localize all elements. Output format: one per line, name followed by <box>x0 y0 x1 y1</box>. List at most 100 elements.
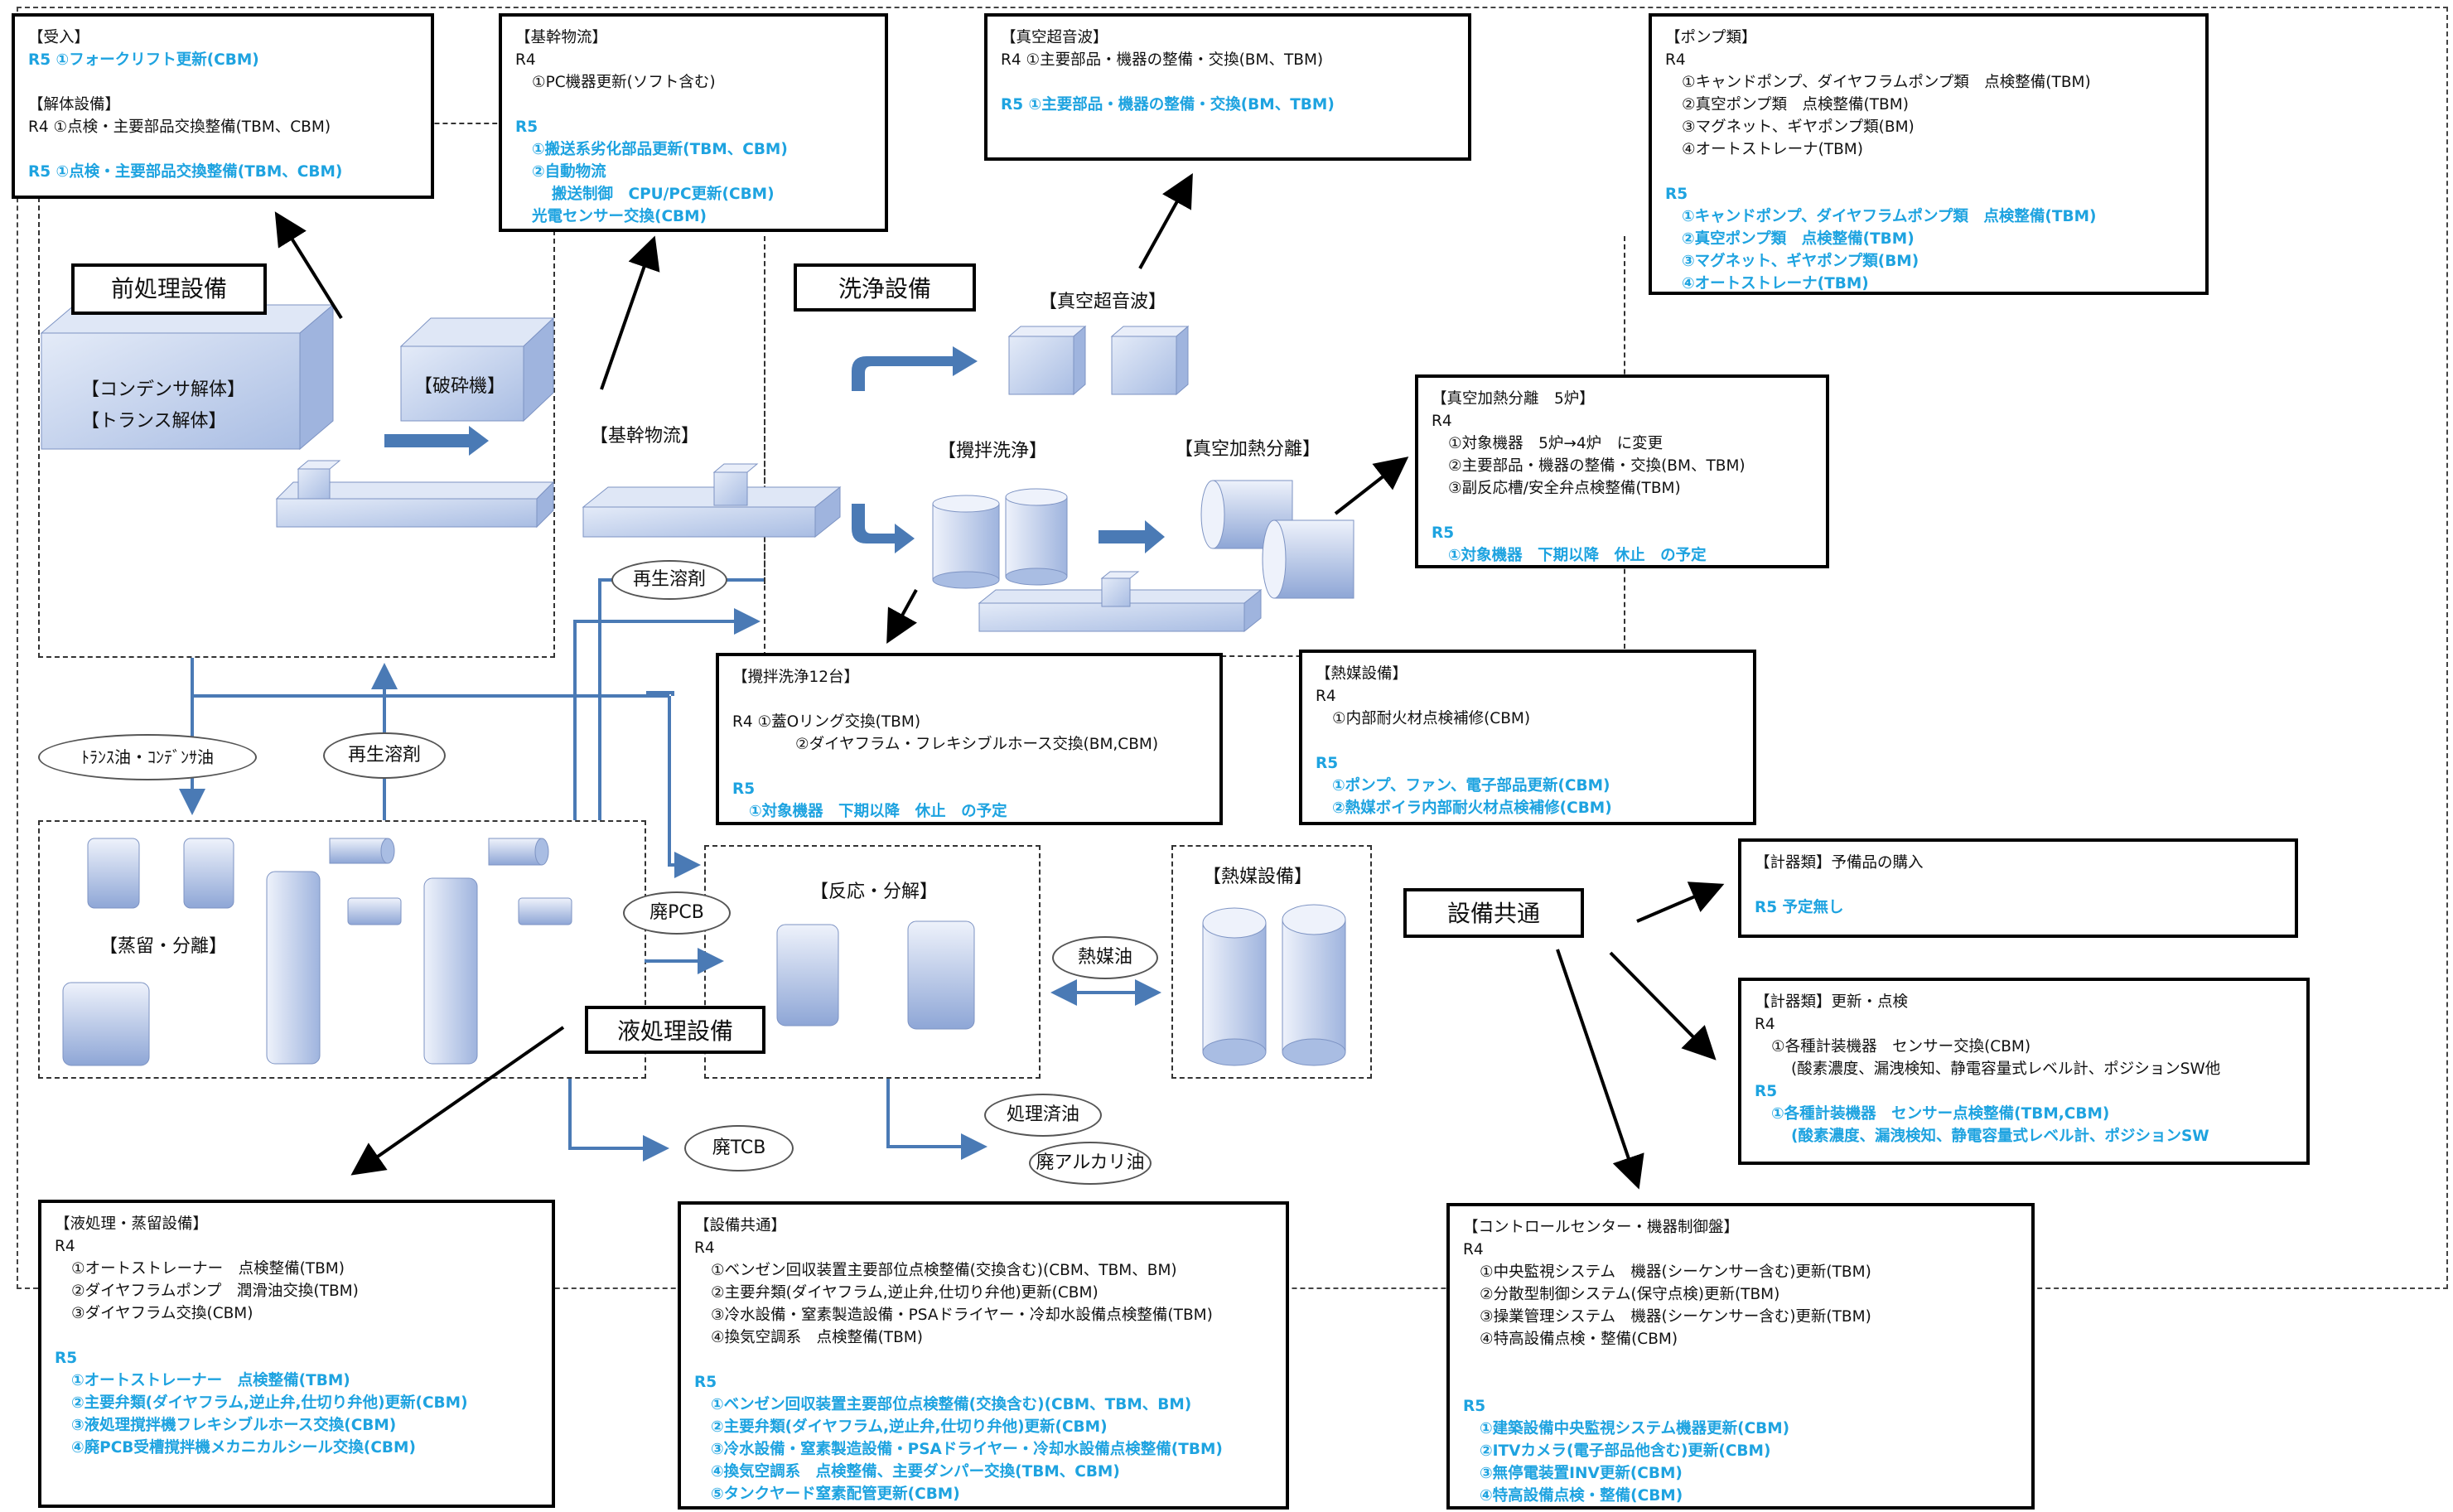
r5-line: R5 <box>515 118 538 136</box>
r5-line: (酸素濃度、漏洩検知、静電容量式レベル計、ポジションSW <box>1791 1128 2209 1145</box>
label-heat-medium: 【熱媒設備】 <box>1203 867 1313 887</box>
r4-line: R4 <box>515 51 536 69</box>
pretreatment-conveyor <box>275 460 555 529</box>
r5-line: ④オートストレーナ(TBM) <box>1682 275 1869 292</box>
r5-line: R5 <box>694 1374 717 1391</box>
r5-line: ①対象機器 下期以降 休止 の予定 <box>1448 547 1707 564</box>
box-title: 【真空超音波】 <box>1001 29 1108 46</box>
box-instr-purchase: 【計器類】予備品の購入 R5 予定無し <box>1738 838 2298 938</box>
r5-line: ③マグネット、ギヤポンプ類(BM) <box>1682 253 1919 270</box>
reaction-vessel-2 <box>907 920 975 1030</box>
reaction-vessel-1 <box>776 924 839 1027</box>
label-trunk: 【基幹物流】 <box>590 426 700 447</box>
dist-drum-2 <box>488 838 549 866</box>
r5-line: ③無停電装置INV更新(CBM) <box>1480 1465 1683 1482</box>
block-arrow-pretreatment <box>384 426 489 456</box>
crusher-shape <box>399 316 555 423</box>
r4-line: ①中央監視システム 機器(シーケンサー含む)更新(TBM) <box>1480 1263 1871 1281</box>
r5-line: R5 ①点検・主要部品交換整備(TBM、CBM) <box>28 163 343 181</box>
r4-line: ③マグネット、ギヤポンプ類(BM) <box>1682 118 1915 136</box>
r4-line: ③操業管理システム 機器(シーケンサー含む)更新(TBM) <box>1480 1308 1871 1326</box>
r4-line: ①PC機器更新(ソフト含む) <box>532 74 716 91</box>
r5-line: R5 <box>1755 1083 1778 1100</box>
ultrasonic-cube-2 <box>1110 325 1190 396</box>
box-title: 【真空加熱分離 5炉】 <box>1432 390 1595 408</box>
r5-line: ③液処理撹拌機フレキシブルホース交換(CBM) <box>71 1417 397 1434</box>
r5-line: ①キャンドポンプ、ダイヤフラムポンプ類 点検整備(TBM) <box>1682 208 2097 225</box>
curved-arrow-2 <box>852 504 915 553</box>
r4-line: R4 ①主要部品・機器の整備・交換(BM、TBM) <box>1001 51 1324 69</box>
box-spacer <box>28 138 418 161</box>
dist-column-1 <box>266 871 321 1065</box>
r4-line: (酸素濃度、漏洩検知、静電容量式レベル計、ポジションSW他 <box>1791 1060 2221 1078</box>
r4-line: ①ベンゼン回収装置主要部位点検整備(交換含む)(CBM、TBM、BM) <box>711 1262 1177 1279</box>
flow-regen-solvent-1: 再生溶剤 <box>611 560 727 600</box>
box-title: 【ポンプ類】 <box>1665 29 1757 46</box>
r4-line: ①キャンドポンプ、ダイヤフラムポンプ類 点検整備(TBM) <box>1682 74 2091 91</box>
box-receiving: 【受入】R5 ①フォークリフト更新(CBM)【解体設備】R4 ①点検・主要部品交… <box>12 13 434 199</box>
box-spacer <box>1463 1373 2018 1395</box>
r4-line: 【解体設備】 <box>28 96 121 114</box>
flow-waste-alkali: 廃アルカリ油 <box>1029 1142 1152 1185</box>
r5-line: R5 ①主要部品・機器の整備・交換(BM、TBM) <box>1001 96 1335 114</box>
box-title: 【計器類】予備品の購入 <box>1755 854 1924 872</box>
r5-line: R5 <box>1432 524 1455 542</box>
flow-heat-oil: 熱媒油 <box>1052 936 1158 979</box>
r4-line: R4 <box>55 1238 75 1255</box>
r5-line: ②熱媒ボイラ内部耐火材点検補修(CBM) <box>1332 799 1612 817</box>
r4-line: ④特高設備点検・整備(CBM) <box>1480 1331 1678 1348</box>
box-title: 【受入】 <box>28 29 90 46</box>
block-arrow-washing <box>1099 520 1165 553</box>
agitation-tank-1 <box>932 495 1000 589</box>
dist-small-2 <box>518 897 572 925</box>
dist-vessel-2 <box>183 838 234 909</box>
section-label-liquid: 液処理設備 <box>585 1006 765 1054</box>
r4-line: ②ダイヤフラムポンプ 潤滑油交換(TBM) <box>71 1283 359 1300</box>
r4-line: ③副反応槽/安全弁点検整備(TBM) <box>1448 480 1681 497</box>
r5-line: ①建築設備中央監視システム機器更新(CBM) <box>1480 1420 1790 1437</box>
r4-line: R4 <box>1432 413 1452 430</box>
r5-line: ②主要弁類(ダイヤフラム,逆止弁,仕切り弁他)更新(CBM) <box>711 1418 1108 1436</box>
r5-line: R5 ①フォークリフト更新(CBM) <box>28 51 259 69</box>
box-spacer <box>1755 874 2282 896</box>
r4-line: ④換気空調系 点検整備(TBM) <box>711 1329 923 1346</box>
box-spacer <box>515 94 872 116</box>
r5-line: 光電センサー交換(CBM) <box>532 208 707 225</box>
dist-vessel-1 <box>87 838 140 909</box>
box-title: 【設備共通】 <box>694 1217 787 1234</box>
heat-tank-2 <box>1282 904 1346 1066</box>
label-distillation: 【蒸留・分離】 <box>99 936 228 957</box>
r4-line: R4 <box>1316 688 1336 705</box>
box-title: 【計器類】更新・点検 <box>1755 993 1909 1011</box>
r5-line: ①ポンプ、ファン、電子部品更新(CBM) <box>1332 777 1610 795</box>
r5-line: ②自動物流 <box>532 163 606 181</box>
label-condenser: 【コンデンサ解体】 <box>81 379 246 400</box>
box-liquid-dist: 【液処理・蒸留設備】 R4 ①オートストレーナー 点検整備(TBM) ②ダイヤフラムポ… <box>38 1200 555 1508</box>
curved-arrow-1 <box>852 346 978 391</box>
section-label-pretreatment: 前処理設備 <box>71 263 267 315</box>
r5-line: ③冷水設備・窒素製造設備・PSAドライヤー・冷却水設備点検整備(TBM) <box>711 1441 1223 1458</box>
r5-line: ④換気空調系 点検整備、主要ダンパー交換(TBM、CBM) <box>711 1463 1120 1481</box>
r4-line: ①オートストレーナー 点検整備(TBM) <box>71 1260 345 1278</box>
washing-conveyor <box>978 571 1263 633</box>
r5-line: R5 予定無し <box>1755 899 1844 916</box>
box-spacer <box>732 756 1206 778</box>
r4-line: ②ダイヤフラム・フレキシブルホース交換(BM,CBM) <box>795 736 1159 753</box>
r5-line: ⑤タンクヤード窒素配管更新(CBM) <box>711 1485 960 1503</box>
r5-line: ①対象機器 下期以降 休止 の予定 <box>749 803 1007 820</box>
box-agitation12: 【攪拌洗浄12台】R4 ①蓋Oリング交換(TBM)②ダイヤフラム・フレキシブルホ… <box>716 653 1223 825</box>
distillation-area <box>38 820 646 1079</box>
r4-line: ④オートストレーナ(TBM) <box>1682 141 1863 158</box>
r5-line: ①オートストレーナー 点検整備(TBM) <box>71 1372 350 1389</box>
r5-line: R5 <box>1665 186 1688 203</box>
box-spacer <box>1463 1350 2018 1373</box>
box-title: 【液処理・蒸留設備】 <box>55 1215 209 1233</box>
dist-vessel-3 <box>62 982 150 1066</box>
r5-line: ④廃PCB受槽撹拌機メカニカルシール交換(CBM) <box>71 1439 416 1456</box>
box-spacer <box>1665 161 2192 183</box>
box-spacer <box>1432 500 1813 522</box>
